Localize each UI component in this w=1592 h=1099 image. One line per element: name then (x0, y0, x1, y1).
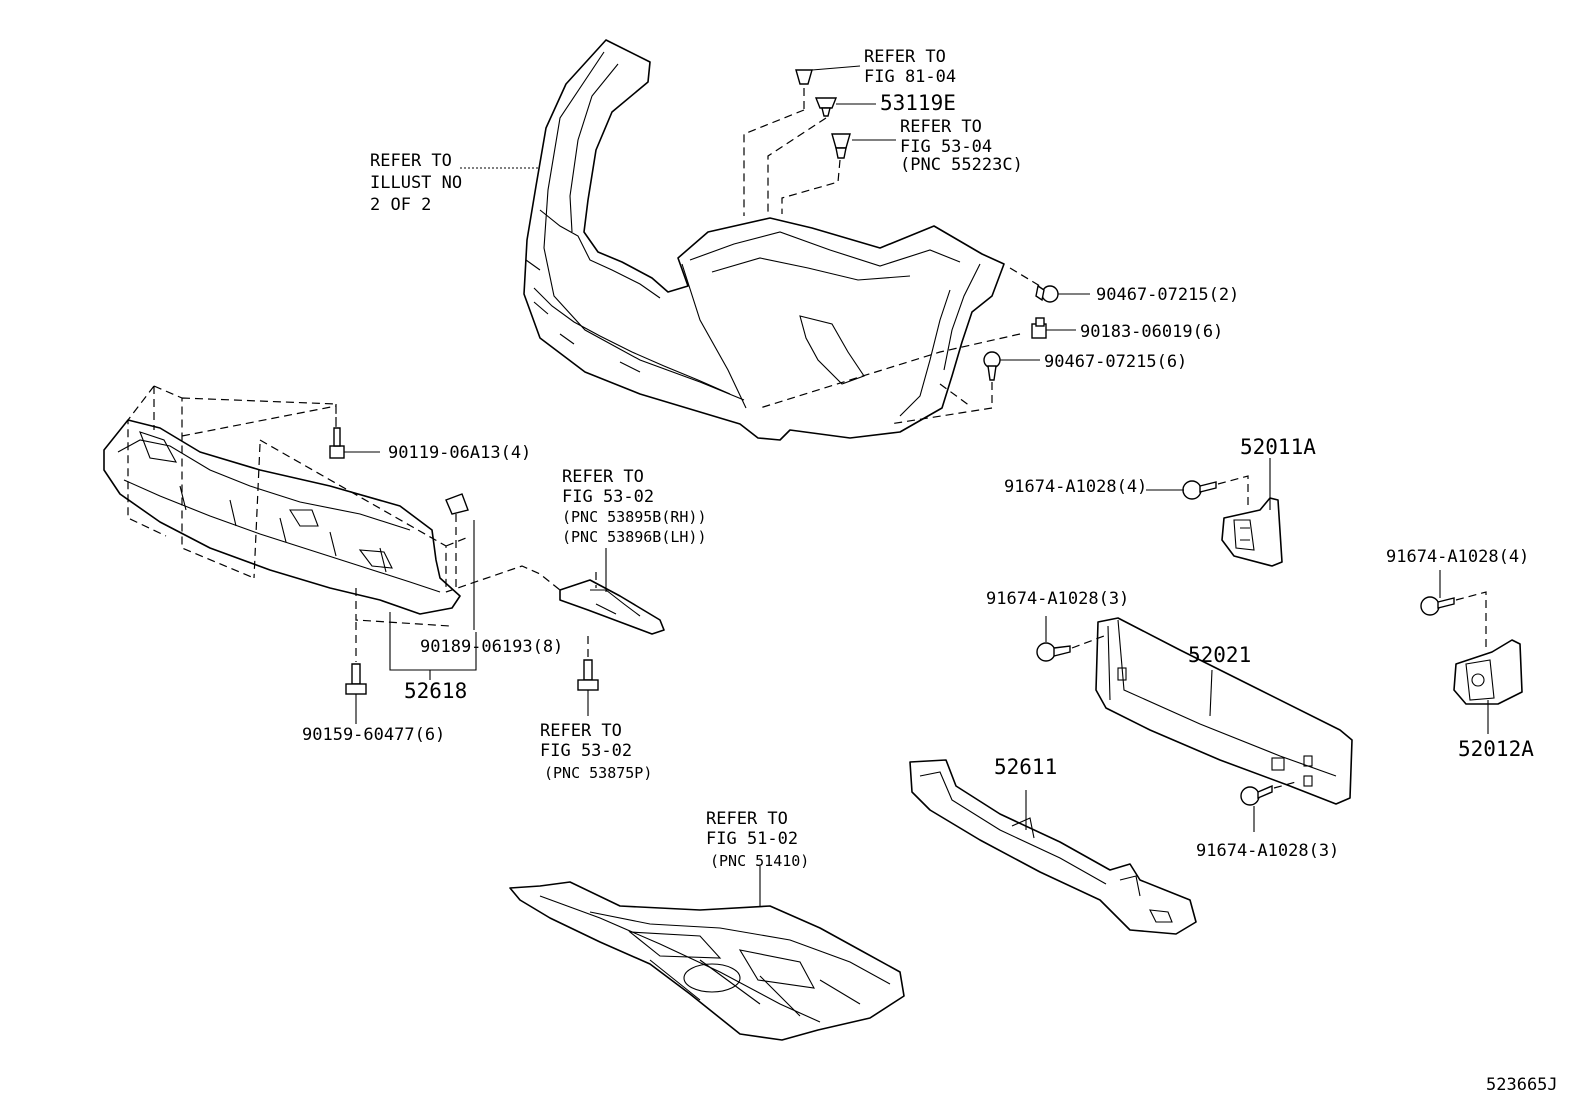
svg-text:2 OF 2: 2 OF 2 (370, 195, 431, 215)
part-52618: 52618 (404, 679, 467, 703)
nut-90183 (1031, 317, 1047, 339)
part-90467-2: 90467-07215(2) (1096, 285, 1239, 305)
screw-91674-top (1182, 480, 1217, 500)
svg-text:(PNC 55223C): (PNC 55223C) (900, 155, 1023, 175)
svg-text:REFER TO: REFER TO (864, 47, 946, 67)
ref-fig8104-label: REFER TO FIG 81-04 (864, 47, 956, 87)
svg-text:(PNC 51410): (PNC 51410) (710, 852, 809, 870)
screw-90467-6 (983, 351, 1001, 381)
svg-text:REFER TO: REFER TO (706, 809, 788, 829)
svg-text:FIG 53-04: FIG 53-04 (900, 137, 992, 157)
ref-fig5304-label: REFER TO FIG 53-04 (PNC 55223C) (900, 117, 1023, 175)
ref-fig5302-top-label: REFER TO FIG 53-02 (PNC 53895B(RH)) (PNC… (562, 467, 707, 546)
ref-fig5102-label: REFER TO FIG 51-02 (PNC 51410) (706, 809, 809, 870)
part-90159: 90159-60477(6) (302, 725, 445, 745)
part-90467-6: 90467-07215(6) (1044, 352, 1187, 372)
part-91674-top: 91674-A1028(4) (1004, 477, 1147, 497)
bracket-fig5302 (559, 579, 665, 635)
screw-91674-mid (1036, 642, 1071, 662)
clip-fig8104 (795, 69, 813, 110)
screw-90119 (329, 427, 345, 459)
part-52611: 52611 (994, 755, 1057, 779)
part-90119: 90119-06A13(4) (388, 443, 531, 463)
engine-under-cover (509, 881, 905, 1041)
part-90189: 90189-06193(8) (420, 637, 563, 657)
svg-text:FIG 51-02: FIG 51-02 (706, 829, 798, 849)
svg-text:(PNC 53896B(LH)): (PNC 53896B(LH)) (562, 528, 707, 546)
part-52021: 52021 (1188, 643, 1251, 667)
clip-53119E (814, 97, 838, 117)
bracket-52012A (1453, 639, 1523, 705)
svg-text:FIG 53-02: FIG 53-02 (562, 487, 654, 507)
bracket-52011A (1221, 497, 1283, 567)
clip-90189 (445, 493, 469, 515)
screw-91674-right (1420, 596, 1455, 616)
svg-text:FIG 53-02: FIG 53-02 (540, 741, 632, 761)
svg-text:(PNC 53875P): (PNC 53875P) (544, 764, 652, 782)
absorber-52611 (909, 759, 1197, 935)
screw-fig5302-bottom (577, 659, 599, 691)
screw-90159 (345, 663, 367, 695)
reinforcement-52021 (1095, 617, 1353, 805)
svg-text:REFER TO: REFER TO (540, 721, 622, 741)
svg-text:(PNC 53895B(RH)): (PNC 53895B(RH)) (562, 508, 707, 526)
part-90183: 90183-06019(6) (1080, 322, 1223, 342)
part-52012A: 52012A (1458, 737, 1534, 761)
part-91674-mid: 91674-A1028(3) (986, 589, 1129, 609)
ref-fig5302-bottom-label: REFER TO FIG 53-02 (PNC 53875P) (540, 721, 652, 782)
svg-text:REFER TO: REFER TO (370, 151, 452, 171)
clip-fig5304 (831, 133, 851, 159)
diagram-id: 523665J (1486, 1075, 1558, 1095)
part-91674-bottom: 91674-A1028(3) (1196, 841, 1339, 861)
svg-text:FIG 81-04: FIG 81-04 (864, 67, 956, 87)
part-53119E: 53119E (880, 91, 956, 115)
svg-text:ILLUST NO: ILLUST NO (370, 173, 462, 193)
ref-illust-label: REFER TO ILLUST NO 2 OF 2 (370, 151, 462, 215)
bumper-cover (523, 39, 1005, 441)
screw-91674-bottom (1240, 784, 1273, 806)
lower-cover-52618 (103, 419, 461, 615)
part-52011A: 52011A (1240, 435, 1316, 459)
svg-text:REFER TO: REFER TO (562, 467, 644, 487)
svg-text:REFER TO: REFER TO (900, 117, 982, 137)
part-91674-right: 91674-A1028(4) (1386, 547, 1529, 567)
screw-90467-2 (1035, 284, 1059, 303)
